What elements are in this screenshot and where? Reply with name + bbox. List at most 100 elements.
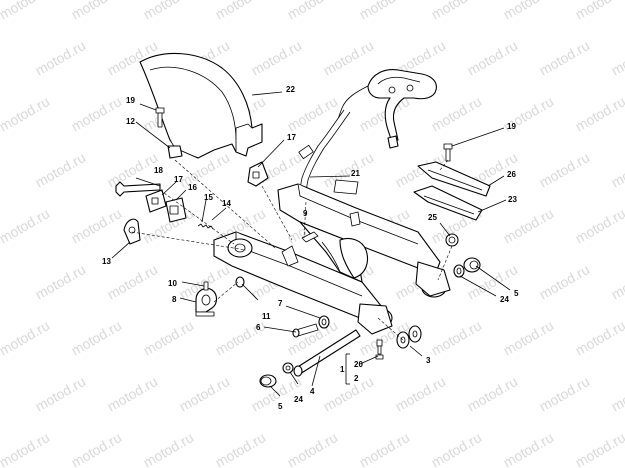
watermark-text: motod.ru xyxy=(68,93,124,134)
clip-12-part xyxy=(167,145,183,159)
watermark-text: motod.ru xyxy=(104,261,160,302)
watermark-text: motod.ru xyxy=(572,205,625,246)
watermark-text: motod.ru xyxy=(536,37,592,78)
watermark-text: motod.ru xyxy=(32,149,88,190)
watermark-text: motod.ru xyxy=(140,317,196,358)
cap-right-part xyxy=(463,257,481,273)
watermark-text: motod.ru xyxy=(284,0,340,23)
watermark-text: motod.ru xyxy=(500,205,556,246)
spring-15-part xyxy=(197,223,214,230)
watermark-text: motod.ru xyxy=(212,429,268,468)
pivot-spindle-part xyxy=(282,329,361,377)
swingarm-part xyxy=(213,183,451,335)
watermark-text: motod.ru xyxy=(32,37,88,78)
callout-17-right: 17 xyxy=(287,133,296,142)
watermark-text: motod.ru xyxy=(608,149,625,190)
watermark-text: motod.ru xyxy=(572,317,625,358)
callout-24-left: 24 xyxy=(294,395,303,404)
watermark-text: motod.ru xyxy=(140,0,196,23)
callout-15: 15 xyxy=(204,193,213,202)
bracket-17-right-part xyxy=(247,161,269,187)
watermark-text: motod.ru xyxy=(428,317,484,358)
watermark-text: motod.ru xyxy=(428,93,484,134)
watermark-text: motod.ru xyxy=(392,373,448,414)
watermark-text: motod.ru xyxy=(68,429,124,468)
callout-14: 14 xyxy=(222,199,231,208)
watermark-text: motod.ru xyxy=(0,429,52,468)
watermark-text: motod.ru xyxy=(608,261,625,302)
watermark-text: motod.ru xyxy=(320,37,376,78)
watermark-text: motod.ru xyxy=(428,429,484,468)
watermark-text: motod.ru xyxy=(104,373,160,414)
callout-12: 12 xyxy=(126,117,135,126)
callout-5-left: 5 xyxy=(278,402,283,411)
chain-guide-26-part xyxy=(417,161,491,197)
callout-23: 23 xyxy=(508,195,517,204)
callout-8: 8 xyxy=(172,295,177,304)
callout-13: 13 xyxy=(102,257,111,266)
callout-1: 1 xyxy=(340,365,345,374)
bolt-6-part xyxy=(292,315,330,338)
callout-6: 6 xyxy=(256,323,261,332)
watermark-text: motod.ru xyxy=(536,373,592,414)
watermark-text: motod.ru xyxy=(0,205,52,246)
callout-24-right: 24 xyxy=(500,295,509,304)
bolt-19-right-part xyxy=(443,143,453,162)
callout-17-left: 17 xyxy=(174,175,183,184)
watermark-text: motod.ru xyxy=(500,429,556,468)
watermark-text: motod.ru xyxy=(608,37,625,78)
watermark-text: motod.ru xyxy=(464,373,520,414)
watermark-text: motod.ru xyxy=(320,373,376,414)
watermark-text: motod.ru xyxy=(572,0,625,23)
watermark-text: motod.ru xyxy=(212,0,268,23)
bolt-9-part xyxy=(301,231,319,243)
callout-2: 2 xyxy=(354,374,359,383)
bush-11-part xyxy=(235,276,245,288)
callout-22: 22 xyxy=(286,85,295,94)
watermark-text: motod.ru xyxy=(32,373,88,414)
watermark-text: motod.ru xyxy=(140,429,196,468)
callout-19-right: 19 xyxy=(507,122,516,131)
chain-guide-23-part xyxy=(413,185,483,221)
washers-part xyxy=(396,325,422,349)
watermark-text: motod.ru xyxy=(356,429,412,468)
watermark-text: motod.ru xyxy=(572,93,625,134)
callout-4: 4 xyxy=(310,387,315,396)
watermark-text: motod.ru xyxy=(284,429,340,468)
watermark-text: motod.ru xyxy=(536,149,592,190)
callout-labels: 22 19 12 17 21 19 26 23 25 5 24 18 17 16… xyxy=(102,85,519,411)
callout-10: 10 xyxy=(168,279,177,288)
watermark-text: motod.ru xyxy=(500,0,556,23)
callout-26: 26 xyxy=(507,170,516,179)
watermark-text: motod.ru xyxy=(0,93,52,134)
watermark-text: motod.ru xyxy=(32,261,88,302)
watermark-text: motod.ru xyxy=(536,261,592,302)
watermark-text: motod.ru xyxy=(0,317,52,358)
bolt-19-left-part xyxy=(155,107,165,128)
callout-19-left: 19 xyxy=(126,96,135,105)
watermark-text: motod.ru xyxy=(356,0,412,23)
bush-part xyxy=(445,233,459,247)
cap-left-part xyxy=(259,374,277,388)
watermark-text: motod.ru xyxy=(68,0,124,23)
leader-lines xyxy=(111,91,511,397)
callout-5-right: 5 xyxy=(514,289,519,298)
watermark-text: motod.ru xyxy=(356,93,412,134)
watermark-text: motod.ru xyxy=(608,373,625,414)
watermark-text: motod.ru xyxy=(464,37,520,78)
watermark-text: motod.ru xyxy=(248,37,304,78)
callout-25: 25 xyxy=(428,213,437,222)
bracket-17-left-part xyxy=(145,189,167,213)
block-16-part xyxy=(165,197,187,223)
clamp-8-part xyxy=(195,281,218,317)
watermark-text: motod.ru xyxy=(572,429,625,468)
label-21-part xyxy=(333,179,359,195)
callout-7: 7 xyxy=(278,299,283,308)
watermark-text: motod.ru xyxy=(0,0,52,23)
watermark-text: motod.ru xyxy=(500,317,556,358)
callout-21: 21 xyxy=(351,169,360,178)
watermark-text: motod.ru xyxy=(68,317,124,358)
bolt-20-part xyxy=(375,339,384,360)
callout-11: 11 xyxy=(262,312,271,321)
rear-fender-part xyxy=(139,52,263,159)
